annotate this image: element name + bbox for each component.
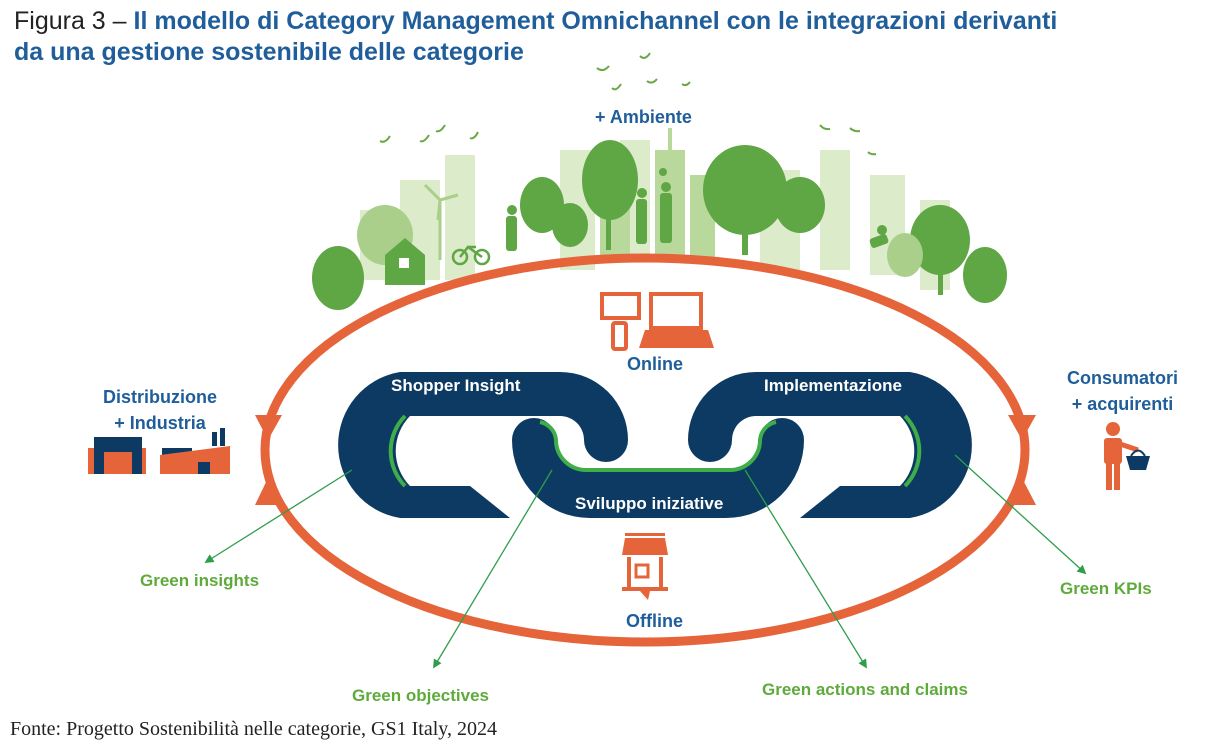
label-green-insights: Green insights <box>140 571 260 590</box>
chain <box>338 372 972 518</box>
orange-cycle-ring <box>260 253 1030 647</box>
loop-arrowhead-right-down <box>1008 415 1036 440</box>
bicycle-icon <box>451 245 491 266</box>
trees <box>312 140 1007 310</box>
chain-label-shopper-insight: Shopper Insight <box>391 376 521 395</box>
arrow-green-kpis <box>954 454 1087 575</box>
label-green-actions-claims: Green actions and claims <box>762 680 968 699</box>
green-highlight-shopper <box>388 414 407 488</box>
figure-title-line2: da una gestione sostenibile delle catego… <box>14 38 524 66</box>
arrow-green-actions <box>744 469 867 669</box>
label-green-kpis: Green KPIs <box>1060 579 1152 598</box>
loop-arrowhead-left-down <box>255 415 282 440</box>
green-highlight-sviluppo <box>539 420 777 472</box>
loop-arrowhead-right-up <box>1008 478 1036 505</box>
online-devices-icon <box>600 292 703 351</box>
green-highlight-implementazione <box>903 414 922 488</box>
wind-turbine-icon <box>423 183 459 260</box>
birds <box>379 52 877 156</box>
arrow-green-insights <box>204 469 353 563</box>
label-distribuzione-industria: Distribuzione + Industria <box>90 384 230 436</box>
loop-arrowhead-left-up <box>255 478 282 505</box>
house-icon <box>385 238 425 285</box>
family-figures <box>506 168 889 251</box>
label-green-objectives: Green objectives <box>352 686 490 705</box>
offline-shop-icon <box>622 533 668 600</box>
source-note: Fonte: Progetto Sostenibilità nelle cate… <box>10 718 497 740</box>
figure-title: Figura 3 – Il modello di Category Manage… <box>14 6 1214 68</box>
label-acquirenti: + acquirenti <box>1071 394 1174 414</box>
laptop-base-icon <box>639 330 714 348</box>
chain-link-sviluppo-iniziative <box>512 418 804 518</box>
label-consumatori-acquirenti: Consumatori + acquirenti <box>1050 365 1195 417</box>
label-consumatori: Consumatori <box>1066 368 1178 388</box>
warehouse-icon <box>88 437 146 474</box>
figure-title-line1: Il modello di Category Management Omnich… <box>133 7 1058 35</box>
green-output-arrows <box>204 454 1087 669</box>
label-industria: + Industria <box>114 413 206 433</box>
label-online: Online <box>627 354 684 374</box>
consumer-with-basket-icon <box>1104 422 1150 490</box>
chain-link-implementazione <box>688 372 972 518</box>
environment-landscape <box>312 52 1007 310</box>
chain-label-sviluppo-iniziative: Sviluppo iniziative <box>575 494 724 513</box>
label-ambiente: + Ambiente <box>595 107 692 127</box>
label-distribuzione: Distribuzione <box>102 387 217 407</box>
label-offline: Offline <box>626 611 683 631</box>
factory-icon <box>160 428 230 474</box>
arrow-green-objectives <box>433 469 553 669</box>
process-loop <box>255 253 1036 647</box>
chain-label-implementazione: Implementazione <box>764 376 902 395</box>
chain-link-shopper-insight <box>338 372 628 518</box>
figure-number: Figura 3 – <box>14 7 134 35</box>
